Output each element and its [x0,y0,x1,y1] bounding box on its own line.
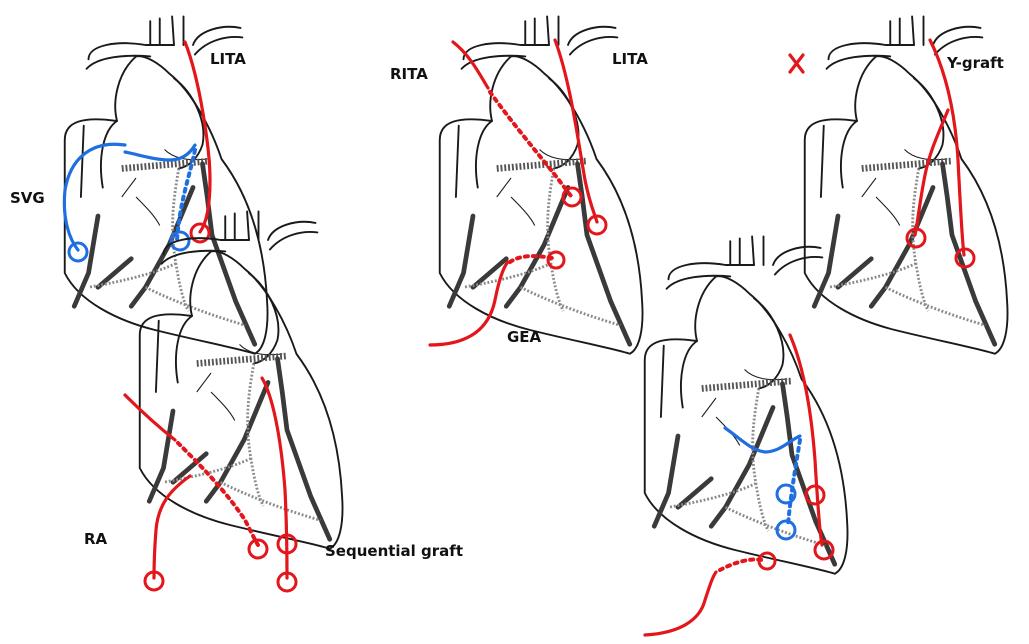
label-sequential-graft: Sequential graft [325,542,463,560]
label-gea: GEA [507,328,542,346]
panel-rita-lita-gea [430,16,643,353]
label-y-graft: Y-graft [946,54,1004,72]
label-ra: RA [84,530,108,548]
label-lita-2: LITA [612,50,648,68]
label-rita: RITA [390,65,428,83]
label-svg: SVG [10,189,45,207]
label-lita-1: LITA [210,50,246,68]
